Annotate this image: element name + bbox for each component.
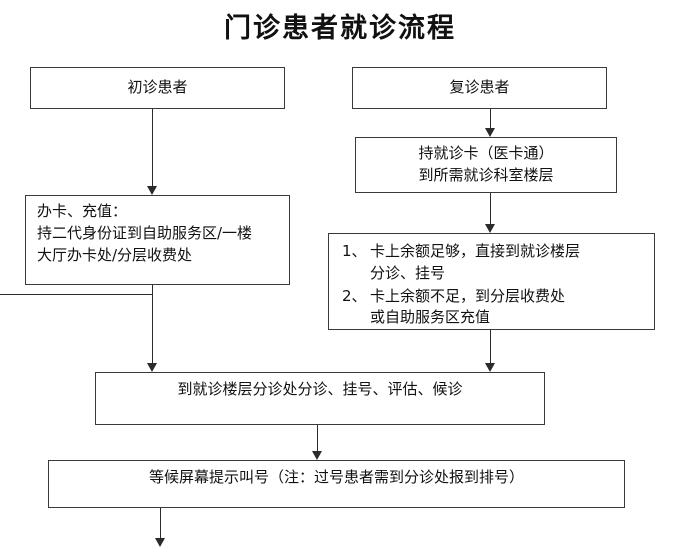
node-hold-medical-card-line-2: 到所需就诊科室楼层	[418, 166, 554, 184]
node-card-registration-line-1: 办卡、充值：	[37, 202, 128, 220]
node-first-visit-patient[interactable]: 初诊患者	[30, 67, 285, 109]
arrowhead-icon	[147, 186, 157, 195]
node-hold-medical-card-line-1: 持就诊卡（医卡通）	[418, 144, 554, 163]
connector-card-registration-stub	[152, 285, 153, 294]
arrowhead-icon	[155, 538, 165, 547]
list-item: 2、 卡上余额不足，到分层收费处 或自助服务区充值	[340, 286, 645, 330]
connector-triage-to-waiting-screen	[317, 425, 318, 452]
node-waiting-screen[interactable]: 等候屏幕提示叫号（注：过号患者需到分诊处报到排号）	[48, 460, 625, 508]
node-return-visit-patient-label: 复诊患者	[449, 78, 510, 97]
arrowhead-icon	[485, 128, 495, 137]
page-title: 门诊患者就诊流程	[224, 13, 456, 44]
list-item-marker-1: 1、	[342, 242, 367, 260]
connector-return-visit-to-hold-card	[490, 109, 491, 129]
connector-hold-card-to-balance-options	[490, 193, 491, 225]
list-item-2-line-2: 或自助服务区充值	[370, 308, 491, 327]
node-card-registration-line-3: 大厅办卡处/分层收费处	[37, 245, 193, 264]
connector-first-visit-to-card-registration	[152, 109, 153, 187]
list-item-1-line-1: 卡上余额足够，直接到就诊楼层	[370, 242, 581, 260]
list-item-2-line-1: 卡上余额不足，到分层收费处	[370, 286, 566, 305]
connector-card-registration-horizontal	[0, 294, 152, 295]
node-first-visit-patient-label: 初诊患者	[127, 78, 188, 97]
arrowhead-icon	[485, 224, 495, 233]
connector-balance-options-to-triage	[490, 330, 491, 364]
list-item: 1、 卡上余额足够，直接到就诊楼层 分诊、挂号	[340, 241, 645, 285]
node-hold-medical-card[interactable]: 持就诊卡（医卡通） 到所需就诊科室楼层	[355, 137, 617, 193]
list-item-marker-2: 2、	[342, 286, 367, 305]
node-balance-options[interactable]: 1、 卡上余额足够，直接到就诊楼层 分诊、挂号 2、 卡上余额不足，到分层收费处…	[328, 233, 655, 330]
node-card-registration[interactable]: 办卡、充值： 持二代身份证到自助服务区/一楼 大厅办卡处/分层收费处	[25, 195, 290, 285]
node-triage-registration[interactable]: 到就诊楼层分诊处分诊、挂号、评估、候诊	[95, 372, 545, 425]
node-triage-registration-label: 到就诊楼层分诊处分诊、挂号、评估、候诊	[177, 380, 463, 398]
arrowhead-icon	[485, 363, 495, 372]
connector-card-registration-to-triage	[152, 294, 153, 364]
node-card-registration-line-2: 持二代身份证到自助服务区/一楼	[37, 223, 253, 242]
node-return-visit-patient[interactable]: 复诊患者	[352, 67, 607, 109]
arrowhead-icon	[312, 451, 322, 460]
node-waiting-screen-label: 等候屏幕提示叫号（注：过号患者需到分诊处报到排号）	[148, 468, 524, 486]
arrowhead-icon	[147, 363, 157, 372]
list-item-1-line-2: 分诊、挂号	[370, 263, 446, 282]
connector-waiting-screen-to-next	[160, 508, 161, 540]
